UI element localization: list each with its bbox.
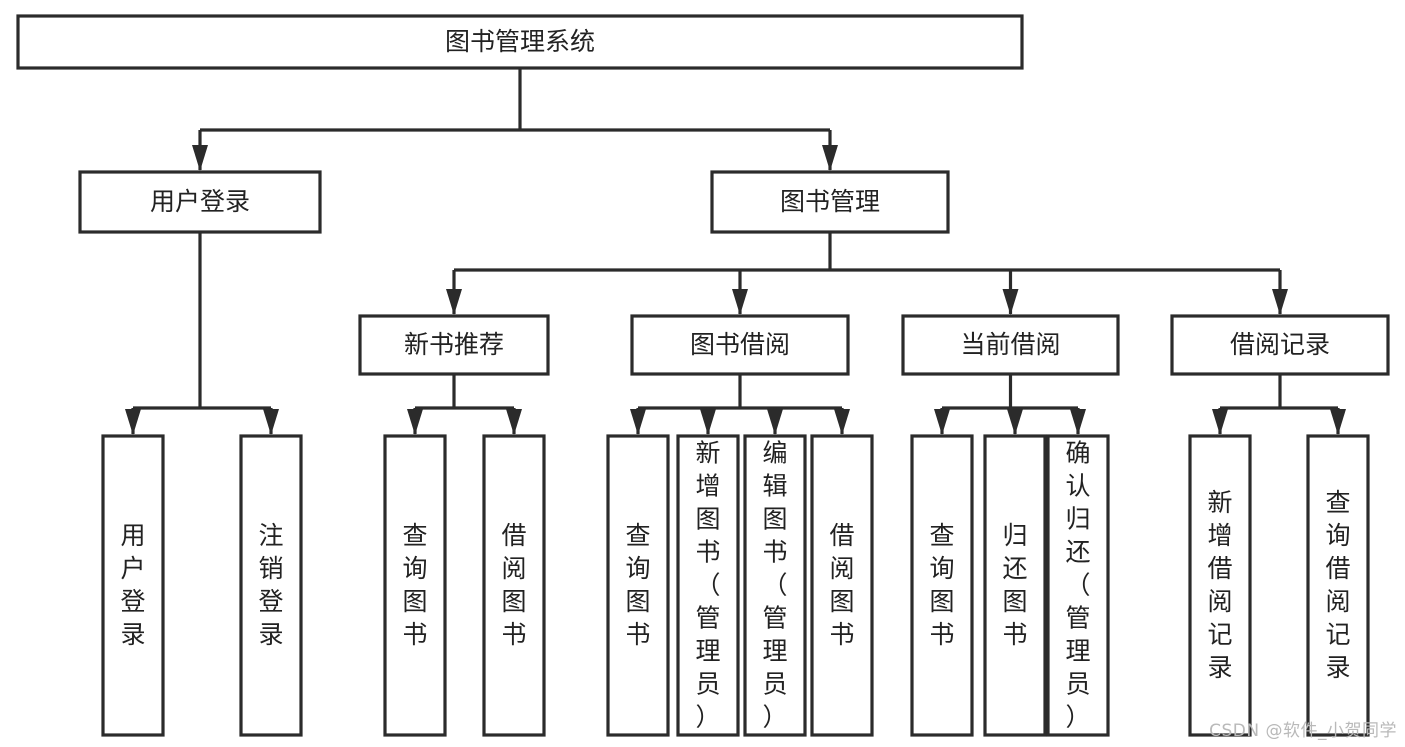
node-book-manage-label: 图书管理 xyxy=(780,187,880,216)
arrow-head-icon xyxy=(1002,289,1019,315)
node-borrow-record[interactable]: 借阅记录 xyxy=(1170,314,1390,376)
node-leaf-borrow-book-1[interactable]: 借阅图书 xyxy=(482,434,546,737)
arrow-head-icon xyxy=(506,409,522,435)
node-leaf-add-book-label: 新增图书（管理员） xyxy=(695,439,720,732)
node-leaf-logout-label: 注销登录 xyxy=(258,521,283,649)
node-leaf-query-book-3-box[interactable] xyxy=(910,434,974,737)
node-current-borrow[interactable]: 当前借阅 xyxy=(901,314,1120,376)
node-leaf-return-book[interactable]: 归还图书 xyxy=(983,434,1047,737)
node-borrow-record-box[interactable] xyxy=(1170,314,1390,376)
node-current-borrow-box[interactable] xyxy=(901,314,1120,376)
node-leaf-user-login-label: 用户登录 xyxy=(120,521,145,649)
arrow-head-icon xyxy=(263,409,279,435)
node-leaf-borrow-book-2[interactable]: 借阅图书 xyxy=(810,434,874,737)
node-leaf-query-book-1-label: 查询图书 xyxy=(402,521,427,649)
arrow-head-icon xyxy=(1007,409,1023,435)
node-leaf-add-record[interactable]: 新增借阅记录 xyxy=(1188,434,1252,737)
node-leaf-query-book-1[interactable]: 查询图书 xyxy=(383,434,447,737)
arrow-head-icon xyxy=(1212,409,1228,435)
node-new-book-recommend-label: 新书推荐 xyxy=(404,330,504,359)
arrow-head-icon xyxy=(192,145,208,171)
node-current-borrow-label: 当前借阅 xyxy=(960,330,1060,359)
arrow-head-icon xyxy=(700,409,716,435)
arrow-head-icon xyxy=(834,409,850,435)
node-book-borrow-box[interactable] xyxy=(630,314,850,376)
node-root-box[interactable] xyxy=(16,14,1024,70)
arrow-head-icon xyxy=(934,409,950,435)
node-leaf-borrow-book-2-label: 借阅图书 xyxy=(829,521,854,649)
watermark-text: CSDN @软件_小贺同学 xyxy=(1209,721,1397,741)
node-layer: 图书管理系统用户登录图书管理新书推荐图书借阅当前借阅借阅记录用户登录注销登录查询… xyxy=(16,14,1390,737)
node-book-manage-box[interactable] xyxy=(710,170,950,234)
node-leaf-query-book-2-box[interactable] xyxy=(606,434,670,737)
node-book-borrow-label: 图书借阅 xyxy=(690,330,790,359)
node-book-borrow[interactable]: 图书借阅 xyxy=(630,314,850,376)
node-leaf-query-book-1-box[interactable] xyxy=(383,434,447,737)
connector-layer xyxy=(125,68,1346,435)
node-borrow-record-label: 借阅记录 xyxy=(1230,330,1330,359)
node-leaf-add-record-box[interactable] xyxy=(1188,434,1252,737)
node-new-book-recommend-box[interactable] xyxy=(358,314,550,376)
arrow-head-icon xyxy=(822,145,838,171)
node-leaf-user-login-box[interactable] xyxy=(101,434,165,737)
node-leaf-confirm-return-label: 确认归还（管理员） xyxy=(1065,439,1090,732)
node-leaf-return-book-label: 归还图书 xyxy=(1002,521,1027,649)
node-leaf-query-book-2[interactable]: 查询图书 xyxy=(606,434,670,737)
node-leaf-query-book-2-label: 查询图书 xyxy=(625,521,650,649)
node-leaf-add-book[interactable]: 新增图书（管理员） xyxy=(676,434,740,737)
arrow-head-icon xyxy=(407,409,423,435)
node-leaf-add-record-label: 新增借阅记录 xyxy=(1207,488,1232,682)
node-leaf-query-record[interactable]: 查询借阅记录 xyxy=(1306,434,1370,737)
node-leaf-borrow-book-1-box[interactable] xyxy=(482,434,546,737)
node-leaf-borrow-book-1-label: 借阅图书 xyxy=(501,521,526,649)
arrow-head-icon xyxy=(767,409,783,435)
node-root-label: 图书管理系统 xyxy=(445,27,595,56)
node-leaf-query-book-3-label: 查询图书 xyxy=(929,521,954,649)
node-leaf-query-book-3[interactable]: 查询图书 xyxy=(910,434,974,737)
node-leaf-query-record-box[interactable] xyxy=(1306,434,1370,737)
arrow-head-icon xyxy=(630,409,646,435)
arrow-head-icon xyxy=(1272,289,1288,315)
node-leaf-user-login[interactable]: 用户登录 xyxy=(101,434,165,737)
node-leaf-edit-book[interactable]: 编辑图书（管理员） xyxy=(743,434,807,737)
node-leaf-query-record-label: 查询借阅记录 xyxy=(1325,488,1350,682)
node-leaf-logout[interactable]: 注销登录 xyxy=(239,434,303,737)
node-new-book-recommend[interactable]: 新书推荐 xyxy=(358,314,550,376)
node-leaf-borrow-book-2-box[interactable] xyxy=(810,434,874,737)
arrow-head-icon xyxy=(732,289,748,315)
node-root[interactable]: 图书管理系统 xyxy=(16,14,1024,70)
node-user-login-box[interactable] xyxy=(78,170,322,234)
node-leaf-add-book-box[interactable] xyxy=(676,434,740,737)
node-leaf-edit-book-label: 编辑图书（管理员） xyxy=(762,439,787,732)
node-leaf-confirm-return-box[interactable] xyxy=(1046,434,1110,737)
arrow-head-icon xyxy=(446,289,462,315)
arrow-head-icon xyxy=(1330,409,1346,435)
arrow-head-icon xyxy=(1070,409,1086,435)
node-leaf-edit-book-box[interactable] xyxy=(743,434,807,737)
node-user-login[interactable]: 用户登录 xyxy=(78,170,322,234)
node-user-login-label: 用户登录 xyxy=(150,187,250,216)
node-book-manage[interactable]: 图书管理 xyxy=(710,170,950,234)
node-leaf-logout-box[interactable] xyxy=(239,434,303,737)
arrow-head-icon xyxy=(125,409,141,435)
node-leaf-confirm-return[interactable]: 确认归还（管理员） xyxy=(1046,434,1110,737)
node-leaf-return-book-box[interactable] xyxy=(983,434,1047,737)
